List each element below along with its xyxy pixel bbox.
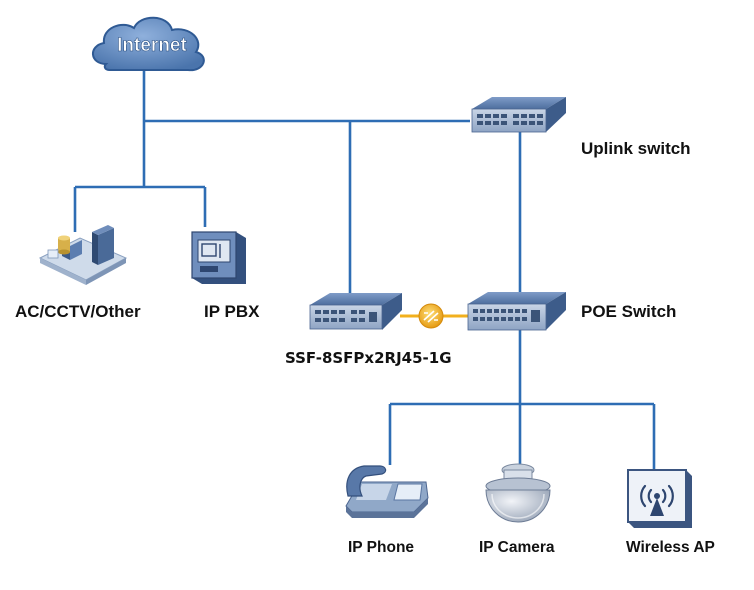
ip-phone-label: IP Phone <box>348 539 415 556</box>
poe-switch-label: POE Switch <box>581 302 677 321</box>
ip-pbx-label: IP PBX <box>204 302 260 321</box>
pbx-icon <box>191 231 246 284</box>
server-rack-icon <box>38 225 128 285</box>
dome-camera-icon <box>485 463 551 523</box>
fiber-connector-icon <box>418 303 444 329</box>
phone-icon <box>345 465 429 518</box>
uplink-switch-label: Uplink switch <box>581 139 691 158</box>
media-converter-label: SSF-8SFPx2RJ45-1G <box>285 349 452 367</box>
ip-camera-label: IP Camera <box>479 539 555 556</box>
uplink-switch-icon <box>471 97 566 133</box>
ac-cctv-other-label: AC/CCTV/Other <box>15 302 141 321</box>
fiber-link <box>400 303 470 329</box>
media-converter-icon <box>309 293 402 330</box>
wireless-ap-icon <box>627 469 692 528</box>
cloud-icon <box>92 16 205 72</box>
links <box>73 70 656 470</box>
internet-label: Internet <box>117 35 187 56</box>
poe-switch-icon <box>467 292 566 331</box>
wireless-ap-label: Wireless AP <box>626 539 715 556</box>
